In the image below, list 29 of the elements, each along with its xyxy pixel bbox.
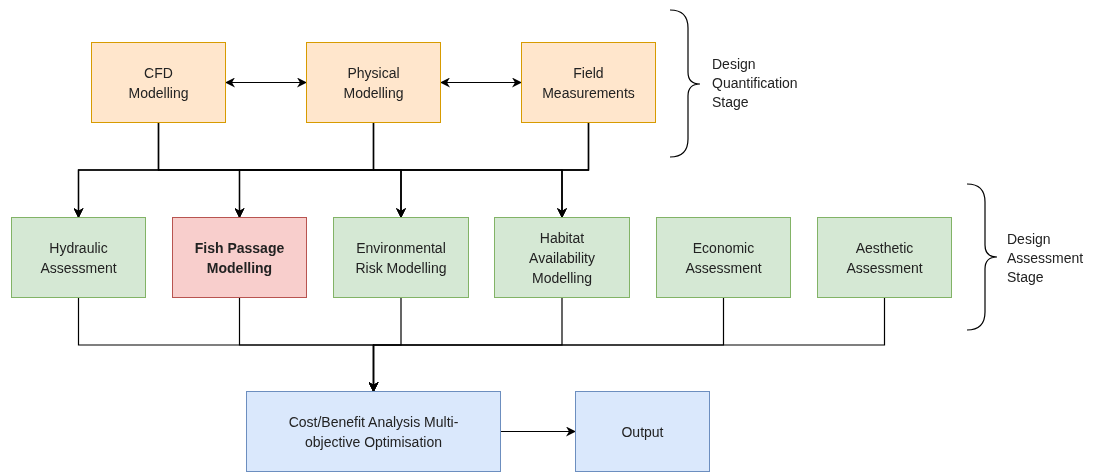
process-box bbox=[333, 217, 469, 298]
box-label: Environmental Risk Modelling bbox=[354, 238, 448, 278]
process-box bbox=[817, 217, 952, 298]
process-box bbox=[521, 42, 656, 123]
box-label: Physical Modelling bbox=[342, 63, 405, 103]
process-box bbox=[172, 217, 307, 298]
arrow bbox=[368, 297, 886, 392]
box-label: Output bbox=[621, 422, 664, 442]
stage-label: Design Assessment Stage bbox=[1007, 230, 1085, 287]
box-label: Aesthetic Assessment bbox=[845, 238, 924, 278]
process-box bbox=[306, 42, 441, 123]
box-label: CFD Modelling bbox=[127, 63, 190, 103]
box-label: Field Measurements bbox=[542, 63, 635, 103]
process-box bbox=[11, 217, 146, 298]
box-label: Cost/Benefit Analysis Multi-objective Optimisation bbox=[287, 412, 460, 452]
process-box bbox=[246, 391, 501, 472]
box-label: Fish Passage Modelling bbox=[193, 238, 286, 278]
box-label: Hydraulic Assessment bbox=[39, 238, 118, 278]
arrow bbox=[225, 77, 307, 88]
arrow bbox=[440, 77, 522, 88]
arrow bbox=[500, 426, 576, 437]
box-label: Economic Assessment bbox=[684, 238, 763, 278]
process-box bbox=[656, 217, 791, 298]
arrow bbox=[557, 122, 590, 218]
process-box bbox=[575, 391, 710, 472]
process-box bbox=[494, 217, 630, 298]
box-label: Habitat Availability Modelling bbox=[528, 228, 596, 288]
process-box bbox=[91, 42, 226, 123]
stage-label: Design Quantification Stage bbox=[712, 55, 799, 112]
